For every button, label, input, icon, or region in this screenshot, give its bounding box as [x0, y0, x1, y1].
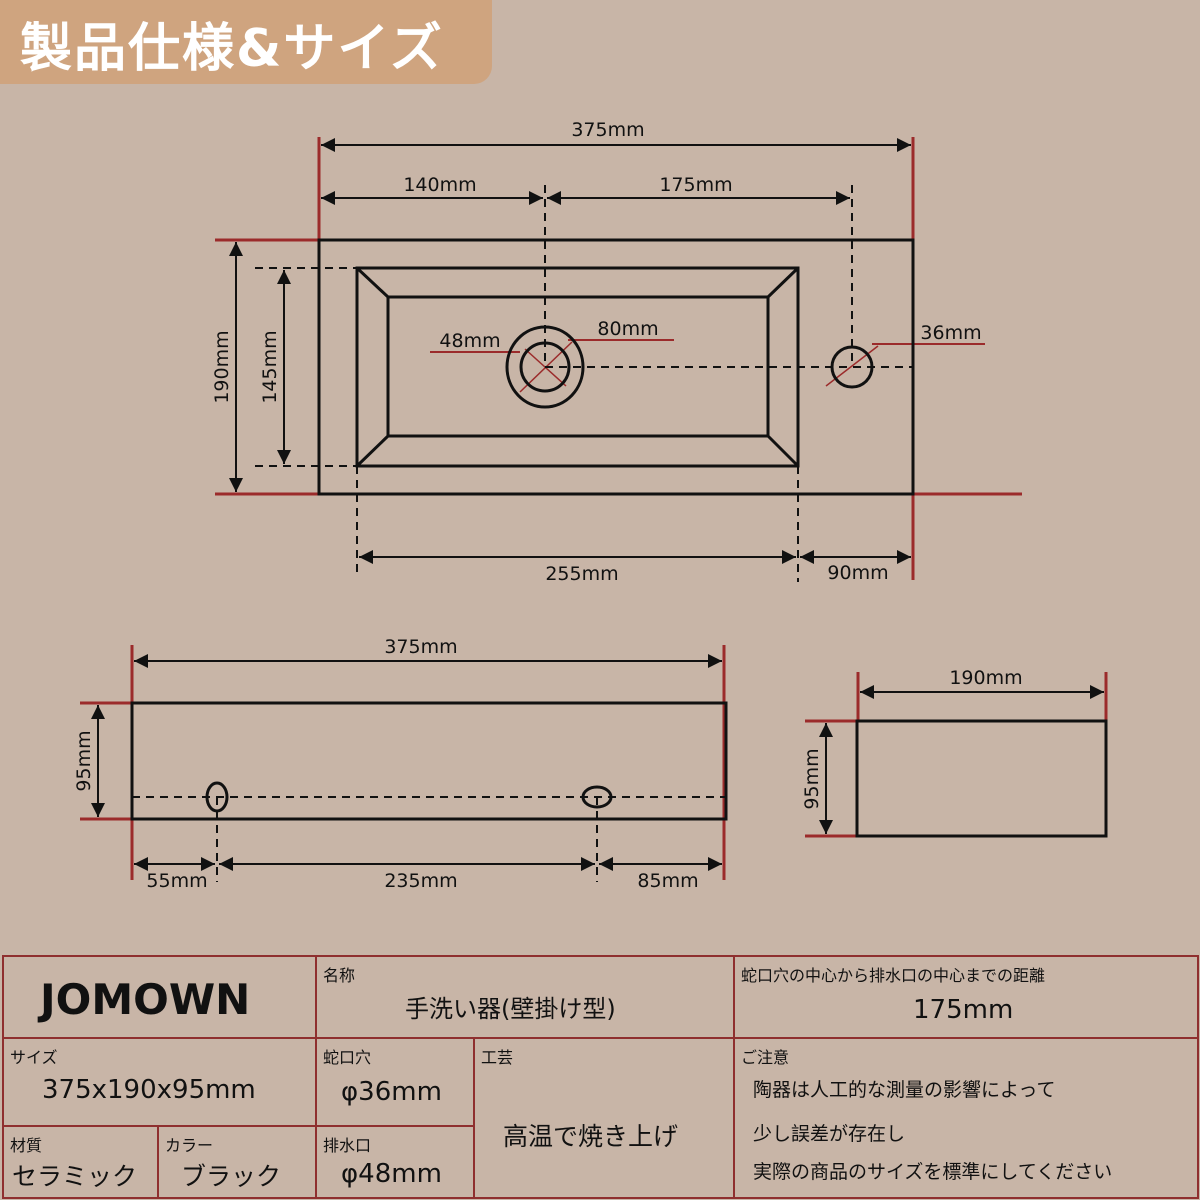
cell-distance: 蛇口穴の中心から排水口の中心までの距離 175mm — [733, 955, 1199, 1039]
notice-line: 実際の商品のサイズを標準にしてください — [753, 1161, 1113, 1183]
size-value: 375x190x95mm — [42, 1075, 256, 1105]
dim-front-middle: 235mm — [384, 870, 457, 892]
cell-brand: JOMOWN — [2, 955, 317, 1039]
dim-front-left: 55mm — [146, 870, 207, 892]
craft-label: 工芸 — [481, 1048, 514, 1067]
distance-label: 蛇口穴の中心から排水口の中心までの距離 — [741, 966, 1046, 985]
cell-color: カラー ブラック — [157, 1125, 317, 1199]
dim-basin-depth: 145mm — [259, 330, 281, 403]
cell-faucet: 蛇口穴 φ36mm — [315, 1037, 475, 1127]
dim-side-height: 95mm — [801, 748, 823, 809]
name-value: 手洗い器(壁掛け型) — [405, 995, 616, 1023]
cell-drain: 排水口 φ48mm — [315, 1125, 475, 1199]
section-header: 製品仕様&サイズ — [0, 0, 492, 84]
dim-drain-outer: 80mm — [597, 318, 658, 340]
cell-material: 材質 セラミック — [2, 1125, 159, 1199]
notice-line: 陶器は人工的な測量の影響によって — [753, 1079, 1056, 1101]
material-value: セラミック — [12, 1162, 138, 1191]
craft-value: 高温で焼き上げ — [503, 1122, 679, 1151]
cell-size: サイズ 375x190x95mm — [2, 1037, 317, 1127]
cell-name: 名称 手洗い器(壁掛け型) — [315, 955, 735, 1039]
notice-label: ご注意 — [741, 1048, 790, 1067]
dim-total-width: 375mm — [571, 119, 644, 141]
material-label: 材質 — [10, 1136, 43, 1155]
side-view: 190mm 95mm — [801, 667, 1108, 838]
dim-right-margin: 90mm — [827, 562, 888, 584]
drain-value: φ48mm — [341, 1159, 442, 1189]
faucet-label: 蛇口穴 — [323, 1048, 372, 1067]
brand-name: JOMOWN — [40, 975, 251, 1024]
dimension-drawing: 375mm 140mm 175mm 190mm 145mm 48mm 80mm … — [73, 119, 1108, 892]
dim-left-to-drain: 140mm — [403, 174, 476, 196]
dim-side-width: 190mm — [949, 667, 1022, 689]
notice-line: 少し誤差が存在し — [753, 1123, 906, 1145]
name-label: 名称 — [323, 966, 356, 985]
dim-basin-width: 255mm — [545, 563, 618, 585]
front-view: 375mm 95mm 55mm 235mm 85mm — [73, 636, 728, 892]
size-label: サイズ — [10, 1048, 58, 1067]
faucet-value: φ36mm — [341, 1077, 442, 1107]
dim-drain-to-faucet: 175mm — [659, 174, 732, 196]
distance-value: 175mm — [913, 995, 1014, 1025]
dim-faucet-hole: 36mm — [920, 322, 981, 344]
section-title: 製品仕様&サイズ — [20, 19, 444, 79]
dim-total-depth: 190mm — [211, 330, 233, 403]
dim-front-width: 375mm — [384, 636, 457, 658]
dim-front-right: 85mm — [637, 870, 698, 892]
drain-label: 排水口 — [323, 1136, 372, 1155]
cell-notice: ご注意 陶器は人工的な測量の影響によって 少し誤差が存在し 実際の商品のサイズを… — [733, 1037, 1199, 1199]
color-value: ブラック — [181, 1162, 282, 1191]
dim-front-height: 95mm — [73, 730, 95, 791]
top-view: 375mm 140mm 175mm 190mm 145mm 48mm 80mm … — [211, 119, 1022, 585]
cell-craft: 工芸 高温で焼き上げ — [473, 1037, 735, 1199]
color-label: カラー — [165, 1136, 214, 1155]
dim-drain-inner: 48mm — [439, 330, 500, 352]
